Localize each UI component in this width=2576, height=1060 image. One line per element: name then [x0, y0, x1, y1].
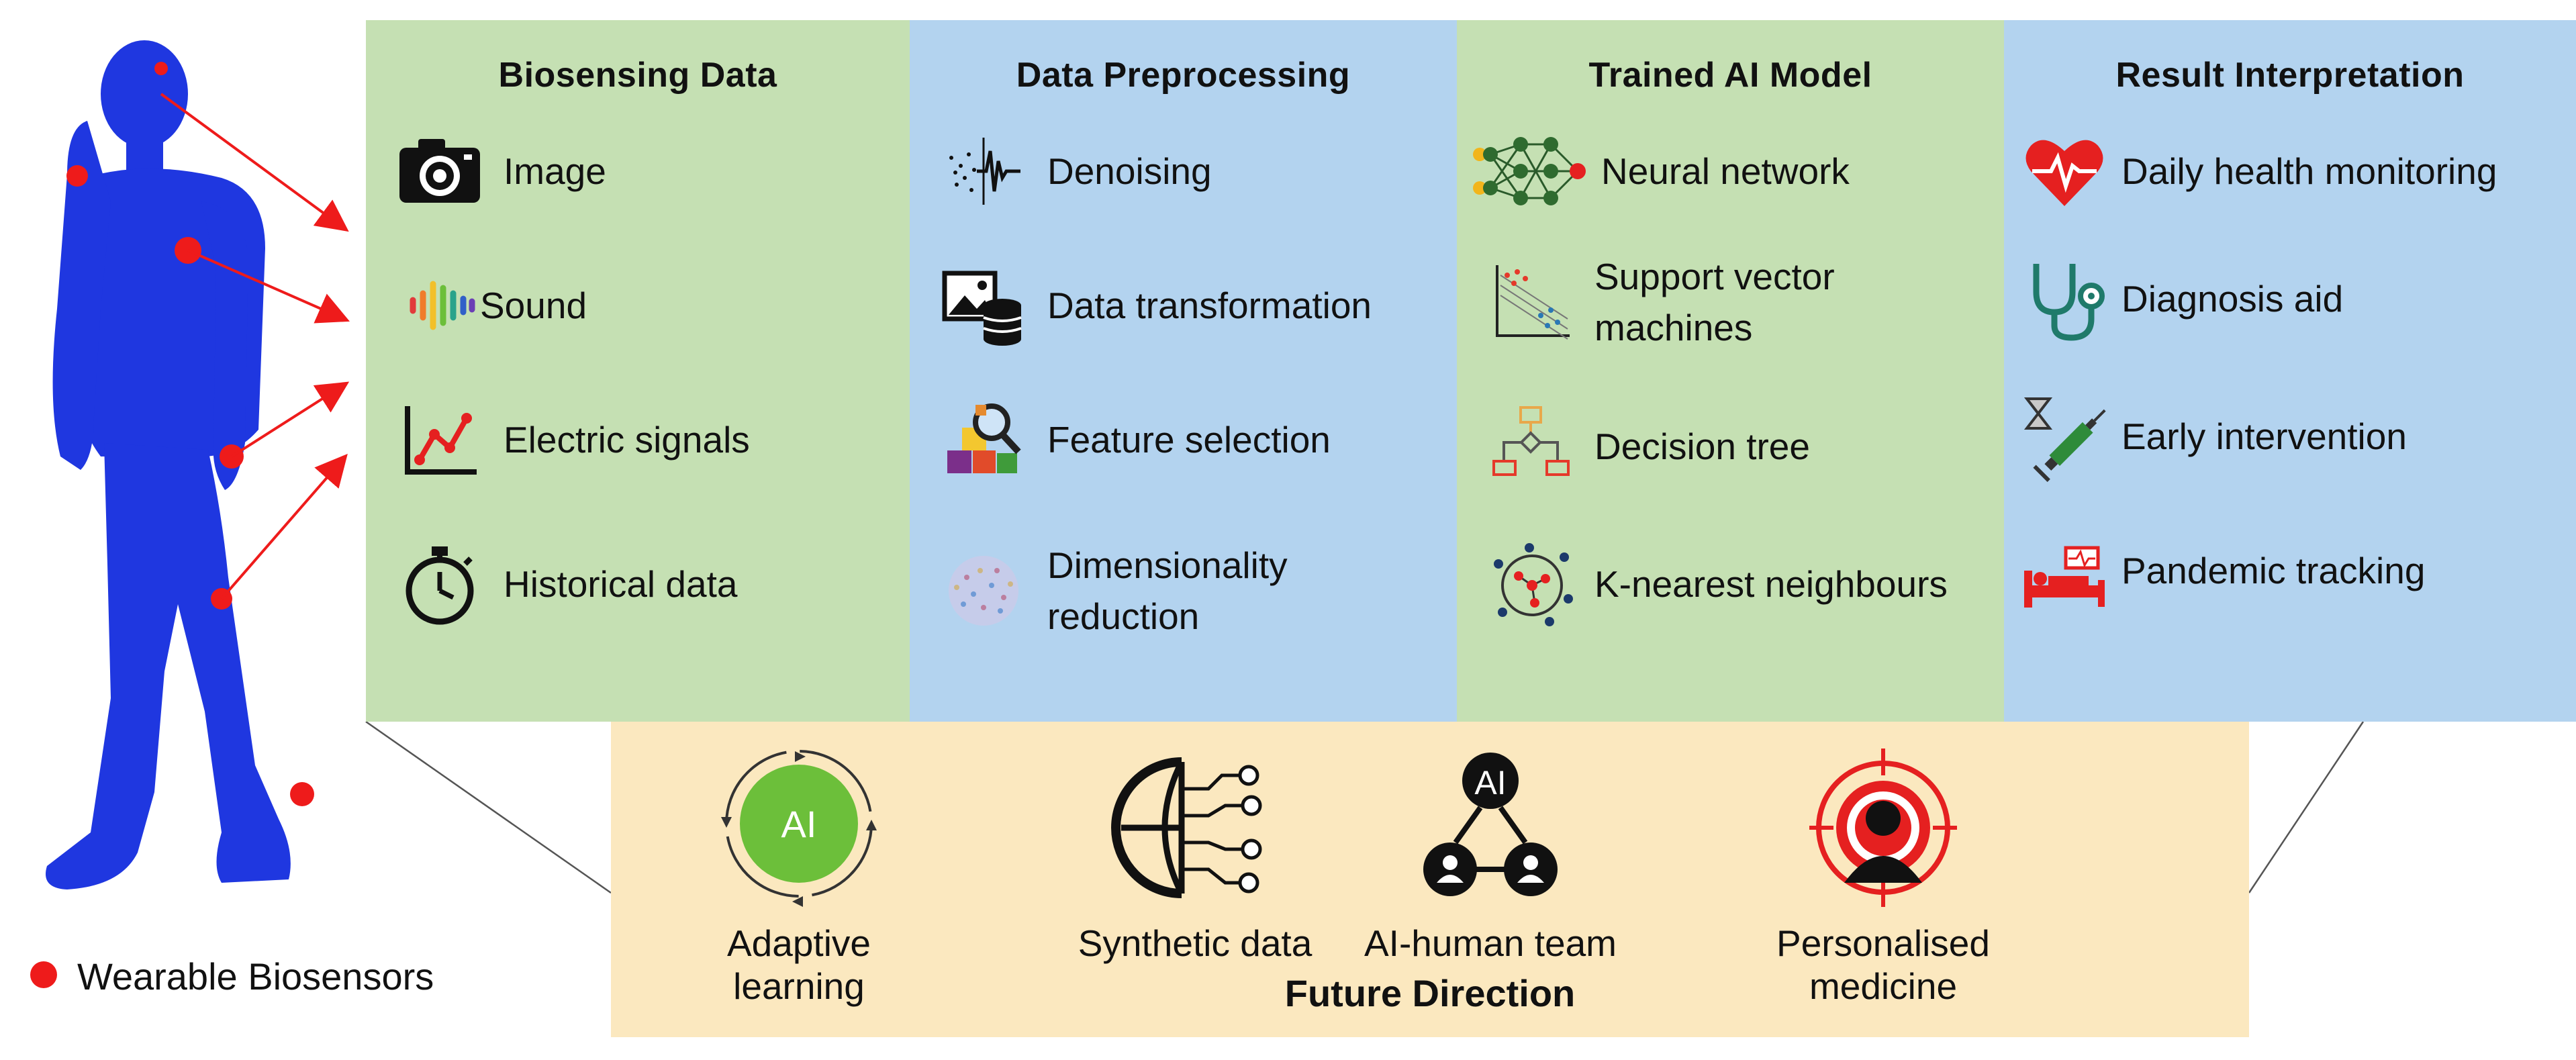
camera-icon [399, 139, 480, 203]
item-label: Support vector machines [1594, 256, 1835, 348]
future-item-ai-human-team: AI AI-human team [1364, 749, 1617, 970]
item-label: Historical data [504, 563, 738, 605]
item-label: Electric signals [504, 419, 750, 461]
item-label: Diagnosis aid [2121, 278, 2344, 320]
list-item: Early intervention [2004, 376, 2576, 497]
future-item-label: AI-human team [1364, 922, 1617, 964]
future-item-adaptive-learning: AI Adaptive learning [698, 749, 900, 1007]
list-item: Historical data [366, 524, 910, 644]
future-item-label: Synthetic data [1078, 922, 1313, 964]
knn-cluster-icon [1494, 543, 1573, 626]
list-item: Decision tree [1457, 386, 2004, 507]
list-item: Image [366, 111, 910, 232]
ai-team-icon: AI [1423, 753, 1558, 896]
target-person-icon [1809, 749, 1957, 907]
item-label: K-nearest neighbours [1594, 563, 1948, 605]
svm-plot-icon [1496, 265, 1570, 340]
item-label: Sound [480, 285, 587, 326]
item-label: Neural network [1601, 150, 1850, 192]
hospital-bed-icon [2024, 546, 2105, 608]
legend-label: Wearable Biosensors [77, 955, 434, 998]
item-label: Pandemic tracking [2121, 550, 2426, 591]
sensor-arrows [160, 93, 350, 600]
noisy-signal-icon [949, 138, 1020, 205]
list-item: K-nearest neighbours [1457, 524, 2004, 644]
list-item: Daily health monitoring [2004, 111, 2576, 232]
list-item: Data transformation [910, 245, 1457, 366]
item-label: Feature selection [1047, 419, 1331, 461]
line-graph-icon [405, 406, 477, 475]
list-item: Feature selection [910, 379, 1457, 500]
list-item: Neural network [1457, 111, 2004, 232]
item-label: Image [504, 150, 606, 192]
column-title: Biosensing Data [498, 56, 777, 95]
future-direction-panel: AI Adaptive learning Synthetic data AI [611, 722, 2249, 1037]
column-title: Trained AI Model [1588, 56, 1872, 95]
list-item: Diagnosis aid [2004, 238, 2576, 359]
globe-circuit-icon [1111, 757, 1262, 898]
item-label: Early intervention [2121, 416, 2407, 457]
list-item: Electric signals [366, 379, 910, 500]
sensor-dot-icon [30, 961, 57, 988]
column-biosensing-data: Biosensing Data Image Sound [366, 20, 910, 722]
column-title: Data Preprocessing [1016, 56, 1351, 95]
item-label: Decision tree [1594, 426, 1810, 467]
column-title: Result Interpretation [2115, 56, 2465, 95]
neural-network-icon [1473, 137, 1586, 205]
list-item: Dimensionality reduction [910, 530, 1457, 651]
ai-badge-text: AI [781, 803, 817, 845]
adaptive-cycle-icon: AI [721, 750, 877, 907]
list-item: Pandemic tracking [2004, 510, 2576, 631]
item-label: Dimensionality reduction [1047, 544, 1288, 637]
column-trained-ai-model: Trained AI Model Neural network [1457, 20, 2004, 722]
future-item-personalised-medicine: Personalised medicine [1762, 749, 2004, 1007]
person-silhouette [46, 40, 314, 889]
ai-badge-text: AI [1474, 764, 1506, 802]
sound-wave-icon [410, 281, 475, 330]
list-item: Denoising [910, 111, 1457, 232]
future-item-synthetic-data: Synthetic data [1078, 749, 1312, 970]
hourglass-syringe-icon [2023, 397, 2106, 482]
future-direction-title: Future Direction [1284, 972, 1576, 1014]
scatter-cloud-icon [949, 556, 1018, 626]
heart-pulse-icon [2025, 140, 2103, 206]
decision-tree-icon [1492, 406, 1570, 476]
item-label: Daily health monitoring [2121, 150, 2497, 192]
item-label: Denoising [1047, 150, 1212, 192]
item-label: Data transformation [1047, 285, 1372, 326]
feature-search-icon [947, 403, 1021, 473]
image-database-icon [942, 271, 1022, 346]
future-item-label: Adaptive learning [726, 922, 871, 1007]
list-item: Sound [366, 245, 910, 366]
future-item-label: Personalised medicine [1776, 922, 1990, 1007]
column-result-interpretation: Result Interpretation Daily health monit… [2004, 20, 2576, 722]
column-data-preprocessing: Data Preprocessing Denoising Data transf… [910, 20, 1457, 722]
stethoscope-icon [2033, 264, 2105, 341]
list-item: Support vector machines [1457, 242, 2004, 363]
stopwatch-icon [406, 546, 474, 625]
